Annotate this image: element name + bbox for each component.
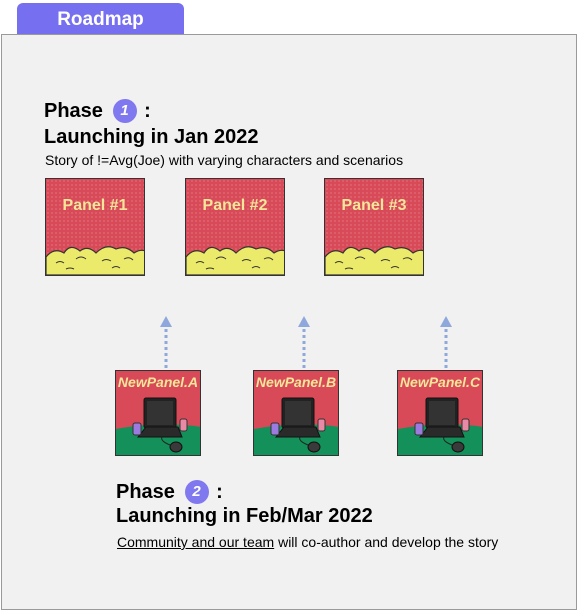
new-panel-b-label: NewPanel.B [255,374,337,390]
laptop-desk-illustration [254,397,338,455]
up-arrow-icon [440,316,452,374]
panel-1: Panel #1 [45,178,145,276]
panel-1-label: Panel #1 [62,197,128,214]
phase-2-description: Community and our team will co-author an… [117,534,498,550]
up-arrow-icon [298,316,310,374]
panel-3: Panel #3 [324,178,424,276]
roadmap-tab[interactable]: Roadmap [17,3,184,34]
phase-1-colon: : [144,100,151,122]
phase-2-word: Phase [116,481,175,503]
phase-1-heading: Phase 1 : [44,99,151,123]
phase-1-word: Phase [44,100,103,122]
phase-2-description-rest: will co-author and develop the story [274,534,499,550]
community-link[interactable]: Community and our team [117,534,275,550]
phase-1-description: Story of !=Avg(Joe) with varying charact… [45,152,404,168]
new-panel-a: NewPanel.A [115,370,201,456]
phase-2-colon: : [216,481,223,503]
floor-illustration [325,246,423,275]
laptop-desk-illustration [398,397,482,455]
panel-2: Panel #2 [185,178,285,276]
phase-1-number-badge: 1 [112,99,137,123]
phase-1-title: Launching in Jan 2022 [44,126,259,148]
new-panel-c: NewPanel.C [397,370,483,456]
up-arrow-icon [160,316,172,374]
floor-illustration [186,246,284,275]
phase-2-number-badge: 2 [184,480,209,504]
phase-2-title: Launching in Feb/Mar 2022 [116,505,373,527]
floor-illustration [46,246,144,275]
new-panel-b: NewPanel.B [253,370,339,456]
new-panel-a-label: NewPanel.A [117,374,199,390]
laptop-desk-illustration [116,397,200,455]
roadmap-board [1,34,577,610]
phase-2-heading: Phase 2 : [116,480,223,504]
panel-3-label: Panel #3 [341,197,407,214]
new-panel-c-label: NewPanel.C [399,374,481,390]
panel-2-label: Panel #2 [202,197,268,214]
